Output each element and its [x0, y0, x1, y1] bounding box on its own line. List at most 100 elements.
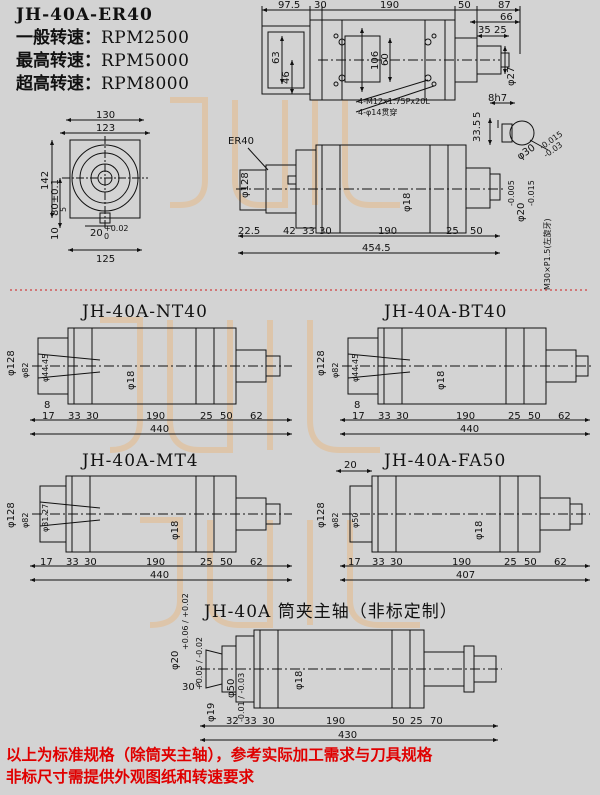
svg-text:0: 0: [104, 232, 109, 241]
top-view: [261, 6, 521, 113]
svg-text:8h7: 8h7: [488, 93, 507, 104]
svg-text:70: 70: [430, 716, 443, 727]
svg-text:50: 50: [220, 557, 233, 568]
svg-text:30: 30: [396, 411, 409, 422]
svg-text:-0.015: -0.015: [527, 180, 536, 206]
collet-title: JH-40A 筒夹主轴（非标定制）: [202, 602, 458, 622]
svg-text:33: 33: [378, 411, 391, 422]
main-view: [236, 144, 505, 255]
svg-text:M30×P1.5(左旋牙): M30×P1.5(左旋牙): [542, 218, 552, 290]
svg-text:22.5: 22.5: [238, 226, 260, 237]
svg-text:φ82: φ82: [21, 513, 30, 528]
svg-text:407: 407: [456, 570, 475, 581]
svg-text:φ30: φ30: [515, 142, 537, 162]
svg-text:190: 190: [146, 557, 165, 568]
svg-text:φ19: φ19: [206, 703, 217, 722]
svg-text:33: 33: [302, 226, 315, 237]
svg-text:430: 430: [338, 730, 357, 741]
variant-nt40: [30, 327, 292, 436]
svg-text:33: 33: [66, 557, 79, 568]
speed-row: 超高转速：RPM8000: [16, 74, 190, 94]
svg-text:20: 20: [90, 228, 103, 239]
svg-text:φ31.27: φ31.27: [41, 504, 50, 532]
svg-text:130: 130: [96, 110, 115, 121]
end-view: [50, 118, 150, 252]
svg-text:440: 440: [150, 424, 169, 435]
svg-text:33: 33: [372, 557, 385, 568]
variant-mt4-labels: φ128 φ82 φ31.27 φ18 17 33 30 190 25 50 6…: [6, 502, 263, 581]
svg-text:80±0.1: 80±0.1: [50, 179, 61, 216]
variant-bt40: [340, 327, 592, 436]
svg-text:8: 8: [44, 400, 50, 411]
svg-text:440: 440: [150, 570, 169, 581]
svg-text:32: 32: [226, 716, 239, 727]
svg-text:φ128: φ128: [6, 502, 17, 528]
svg-text:125: 125: [96, 254, 115, 265]
svg-text:+0.06 / +0.02: +0.06 / +0.02: [181, 593, 190, 650]
svg-text:25: 25: [446, 226, 459, 237]
variant-title-mt4: JH-40A-MT4: [80, 451, 199, 471]
svg-text:φ18: φ18: [170, 521, 181, 540]
svg-text:+0.05 / -0.02: +0.05 / -0.02: [195, 637, 204, 690]
key-detail-labels: 8h7 33.5 5 φ30 -0.015 -0.03: [472, 93, 564, 162]
svg-text:φ128: φ128: [6, 350, 17, 376]
svg-text:106: 106: [370, 51, 381, 70]
svg-text:5: 5: [59, 207, 68, 212]
variant-bt40-labels: φ128 φ82 φ44.45 φ18 8 17 33 30 190 25 50…: [316, 350, 571, 435]
svg-text:50: 50: [528, 411, 541, 422]
top-view-labels: 97.5 30 190 50 87 66 35 25 63 46 60 106 …: [271, 0, 517, 117]
svg-text:φ20: φ20: [170, 651, 181, 670]
svg-text:-0.005: -0.005: [507, 180, 516, 206]
variant-title-bt40: JH-40A-BT40: [382, 302, 508, 322]
main-view-labels: ER40 φ128 φ18 φ20 -0.005 -0.015 M30×P1.5…: [228, 136, 552, 290]
variant-title-fa50: JH-40A-FA50: [382, 451, 506, 471]
svg-text:φ44.45: φ44.45: [41, 354, 50, 382]
svg-text:62: 62: [250, 411, 263, 422]
svg-text:30°: 30°: [182, 682, 200, 693]
svg-text:+0.02: +0.02: [104, 224, 129, 233]
svg-text:63: 63: [271, 51, 282, 64]
svg-text:φ20: φ20: [516, 203, 527, 222]
svg-text:φ18: φ18: [294, 671, 305, 690]
svg-text:φ82: φ82: [21, 363, 30, 378]
svg-text:17: 17: [348, 557, 361, 568]
svg-text:62: 62: [554, 557, 567, 568]
model-title: JH-40A-ER40: [16, 5, 153, 25]
svg-text:190: 190: [380, 0, 399, 11]
svg-text:25: 25: [200, 557, 213, 568]
svg-text:25: 25: [508, 411, 521, 422]
svg-text:30: 30: [86, 411, 99, 422]
speed-row: 最高转速：RPM5000: [16, 51, 190, 71]
key-detail: [488, 101, 549, 151]
svg-text:62: 62: [558, 411, 571, 422]
svg-text:46: 46: [281, 71, 292, 84]
svg-text:25: 25: [504, 557, 517, 568]
svg-text:97.5: 97.5: [278, 0, 300, 11]
svg-text:42: 42: [283, 226, 296, 237]
svg-text:8: 8: [354, 400, 360, 411]
svg-text:φ27: φ27: [506, 67, 517, 86]
variant-title-nt40: JH-40A-NT40: [80, 302, 208, 322]
collet-view: [200, 629, 502, 742]
svg-text:33.5: 33.5: [472, 120, 483, 142]
variant-fa50: [336, 469, 590, 582]
svg-text:440: 440: [460, 424, 479, 435]
svg-text:142: 142: [40, 171, 51, 190]
variant-fa50-labels: 20 φ128 φ82 φ50 φ18 17 33 30 190 25 50 6…: [316, 460, 567, 581]
collet-labels: φ20 +0.06 / +0.02 30° φ19 +0.05 / -0.02 …: [170, 593, 443, 741]
svg-text:30: 30: [314, 0, 327, 11]
svg-text:50: 50: [470, 226, 483, 237]
svg-text:33: 33: [244, 716, 257, 727]
svg-text:4-M12x1.75Px20L: 4-M12x1.75Px20L: [358, 97, 430, 106]
svg-text:60: 60: [380, 53, 391, 66]
svg-text:454.5: 454.5: [362, 243, 391, 254]
svg-text:17: 17: [42, 411, 55, 422]
svg-text:17: 17: [352, 411, 365, 422]
svg-text:87: 87: [498, 0, 511, 11]
svg-text:4-φ14贯穿: 4-φ14贯穿: [358, 107, 397, 117]
svg-text:φ18: φ18: [474, 521, 485, 540]
svg-text:25: 25: [200, 411, 213, 422]
svg-text:5: 5: [472, 112, 483, 118]
svg-text:20: 20: [344, 460, 357, 471]
